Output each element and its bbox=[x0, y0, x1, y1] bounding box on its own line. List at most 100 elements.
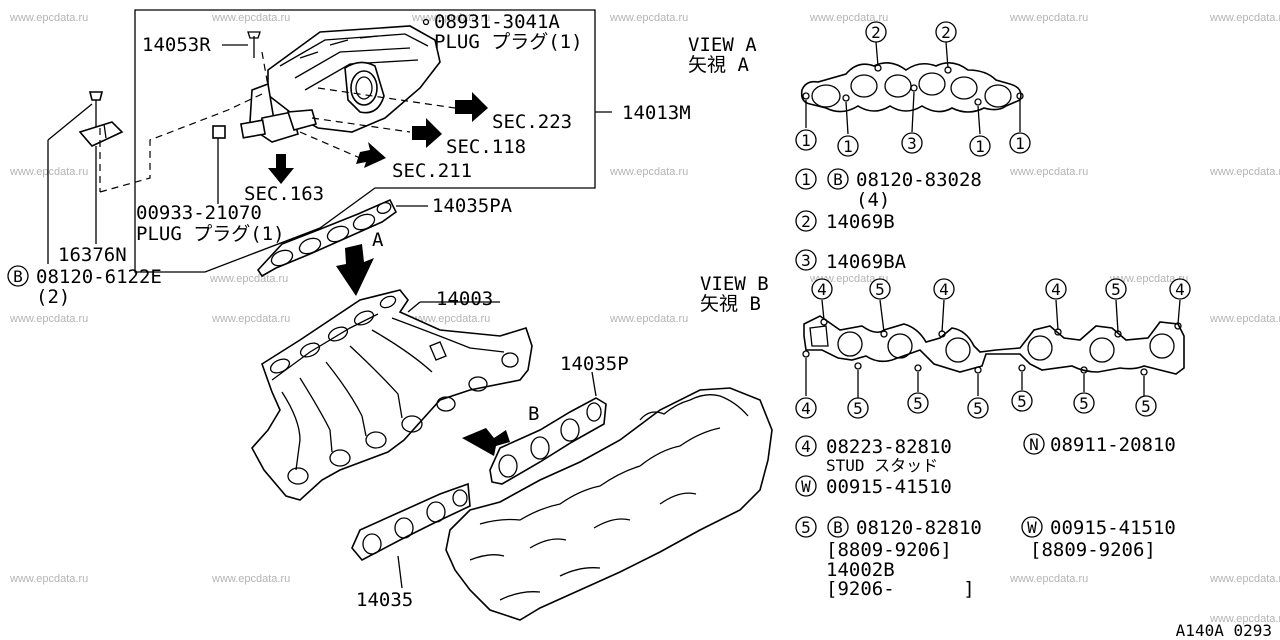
callout-number: 2 bbox=[941, 23, 951, 42]
legend-qty: (4) bbox=[856, 189, 890, 211]
watermark-text: www.epcdata.ru bbox=[1009, 573, 1088, 585]
callout-number: 4 bbox=[817, 280, 827, 299]
view-a-arrow-label: A bbox=[372, 229, 384, 251]
watermark-text: www.epcdata.ru bbox=[411, 12, 490, 24]
arrow-sec118-icon bbox=[412, 118, 442, 148]
callout-number: 1 bbox=[801, 131, 811, 150]
view-b-arrow-label: B bbox=[528, 403, 539, 425]
view-b-callouts: 4 5 4 4 5 4 4 5 5 5 5 5 5 bbox=[795, 278, 1191, 419]
part-label-14035: 14035 bbox=[356, 589, 413, 611]
watermark-text: www.epcdata.ru bbox=[809, 12, 888, 24]
part-label-14035pa: 14035PA bbox=[432, 195, 513, 217]
watermark-text: www.epcdata.ru bbox=[1209, 313, 1280, 325]
guide-dash bbox=[261, 51, 269, 87]
callout-number: 5 bbox=[973, 399, 983, 418]
legend-number: 4 bbox=[801, 437, 811, 456]
gasket-14035p-drawing bbox=[489, 397, 607, 485]
callout-number: 5 bbox=[875, 280, 885, 299]
leader-line bbox=[407, 301, 421, 313]
sec-label-163: SEC.163 bbox=[244, 183, 324, 205]
callout-number: 1 bbox=[975, 137, 985, 156]
callout-number: 5 bbox=[853, 399, 863, 418]
guide-dash bbox=[99, 93, 263, 193]
legend-mark: N bbox=[1029, 435, 1039, 454]
bracket-16376n-drawing bbox=[78, 91, 124, 147]
legend-part: 14069B bbox=[826, 211, 895, 233]
legend-part: 00915-41510 bbox=[826, 476, 952, 498]
part-label-14035p: 14035P bbox=[560, 353, 629, 375]
callout-number: 5 bbox=[913, 394, 923, 413]
legend-number: 1 bbox=[801, 170, 811, 189]
watermark-text: www.epcdata.ru bbox=[1009, 12, 1088, 24]
callout-number: 4 bbox=[939, 280, 949, 299]
legend-part: 08223-82810 bbox=[826, 436, 952, 458]
sec-label-211: SEC.211 bbox=[392, 160, 472, 182]
watermark-text: www.epcdata.ru bbox=[211, 573, 290, 585]
part-label-plug-bottom: PLUG プラグ(1) bbox=[136, 223, 285, 245]
watermarks: www.epcdata.ru www.epcdata.ru www.epcdat… bbox=[9, 12, 1280, 625]
legend-alt-range: [9206- ] bbox=[826, 578, 975, 600]
gasket-14035-drawing bbox=[351, 482, 471, 562]
legend-part: 00915-41510 bbox=[1050, 517, 1176, 539]
legend-number: 2 bbox=[801, 212, 811, 231]
view-b-arrow-icon bbox=[462, 428, 510, 456]
part-label-bolt-left-qty: (2) bbox=[36, 286, 70, 308]
legend-range: [8809-9206] bbox=[1030, 539, 1156, 561]
cylinder-head-drawing bbox=[445, 387, 773, 621]
watermark-text: www.epcdata.ru bbox=[609, 166, 688, 178]
arrow-sec163-icon bbox=[268, 154, 294, 184]
watermark-text: www.epcdata.ru bbox=[1109, 273, 1188, 285]
view-a-title-jp: 矢視 A bbox=[688, 54, 749, 76]
callout-number: 5 bbox=[1141, 397, 1151, 416]
callout-number: 1 bbox=[843, 137, 853, 156]
intake-collector-drawing bbox=[212, 25, 441, 143]
legend-mark: W bbox=[801, 477, 811, 496]
callout-number: 1 bbox=[1015, 134, 1025, 153]
watermark-text: www.epcdata.ru bbox=[9, 12, 88, 24]
bolt-mark-circle bbox=[7, 265, 29, 287]
legend: 1 B 08120-83028 (4) 2 14069B 3 14069BA 4… bbox=[795, 168, 1176, 600]
part-label-14013m: 14013M bbox=[622, 102, 691, 124]
view-b-title: VIEW B bbox=[700, 273, 769, 295]
callout-number: 5 bbox=[1079, 394, 1089, 413]
watermark-text: www.epcdata.ru bbox=[609, 12, 688, 24]
legend-part: 08120-83028 bbox=[856, 169, 982, 191]
watermark-text: www.epcdata.ru bbox=[1209, 166, 1280, 178]
watermark-text: www.epcdata.ru bbox=[211, 12, 290, 24]
arrow-sec223-icon bbox=[455, 92, 488, 122]
callout-number: 4 bbox=[1175, 280, 1185, 299]
view-titles: VIEW A 矢視 A VIEW B 矢視 B bbox=[688, 34, 769, 315]
legend-part: 08120-82810 bbox=[856, 517, 982, 539]
legend-part: 08911-20810 bbox=[1050, 434, 1176, 456]
watermark-text: www.epcdata.ru bbox=[1009, 166, 1088, 178]
callout-number: 4 bbox=[1051, 280, 1061, 299]
guide-dash bbox=[299, 131, 361, 159]
legend-part: 14069BA bbox=[826, 251, 907, 273]
sec-label-118: SEC.118 bbox=[446, 136, 526, 158]
watermark-text: www.epcdata.ru bbox=[1209, 613, 1280, 625]
part-label-plug-top: PLUG プラグ(1) bbox=[434, 31, 583, 53]
view-a-leaders bbox=[805, 41, 1021, 135]
collector-assembly-frame bbox=[134, 9, 596, 273]
callout-number: 5 bbox=[1017, 392, 1027, 411]
part-label-16376n: 16376N bbox=[58, 244, 127, 266]
part-label-14053r: 14053R bbox=[142, 34, 211, 56]
figure-code: A140A 0293 bbox=[1176, 621, 1272, 640]
guide-dash bbox=[311, 117, 411, 133]
view-b-leaders bbox=[805, 299, 1181, 398]
watermark-text: www.epcdata.ru bbox=[209, 273, 288, 285]
watermark-text: www.epcdata.ru bbox=[1209, 12, 1280, 24]
legend-number: 5 bbox=[801, 518, 811, 537]
arrow-sec211-icon bbox=[356, 142, 386, 168]
leader-line bbox=[397, 555, 403, 589]
watermark-text: www.epcdata.ru bbox=[411, 313, 490, 325]
leader-line bbox=[47, 103, 93, 141]
callout-number: 3 bbox=[907, 134, 917, 153]
part-label-14003: 14003 bbox=[436, 288, 493, 310]
intake-manifold-14003-drawing bbox=[251, 289, 533, 501]
callout-number: 2 bbox=[871, 23, 881, 42]
part-labels: 14053R 08931-3041A PLUG プラグ(1) 14013M SE… bbox=[7, 11, 691, 611]
view-a-callouts: 2 2 1 1 3 1 1 bbox=[795, 21, 1031, 157]
